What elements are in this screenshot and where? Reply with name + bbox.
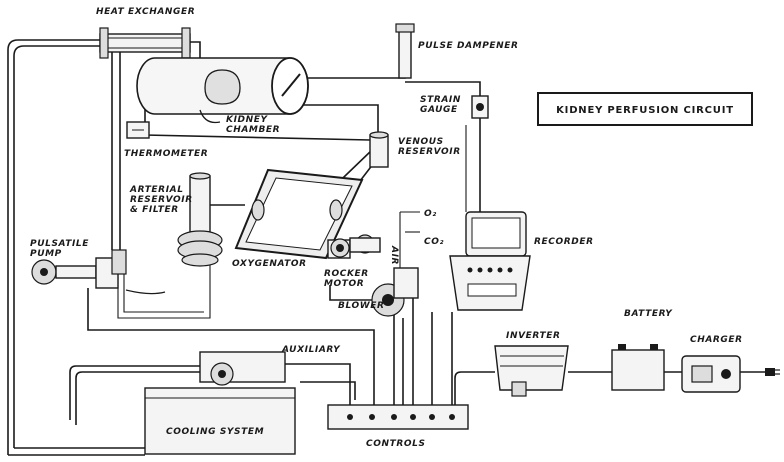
o2-label: O₂ bbox=[424, 209, 437, 219]
venous-reservoir: VENOUS RESERVOIR bbox=[370, 132, 461, 167]
heat-exchanger: HEAT EXCHANGER bbox=[96, 7, 195, 58]
co2-label: CO₂ bbox=[424, 237, 444, 247]
arterial-label-2: RESERVOIR bbox=[130, 195, 193, 205]
pulsatile-pump-label-1: PULSATILE bbox=[30, 239, 89, 249]
pulse-dampener-label: PULSE DAMPENER bbox=[418, 41, 519, 51]
rocker-motor-label-2: MOTOR bbox=[324, 279, 364, 289]
battery-label: BATTERY bbox=[624, 309, 673, 319]
controls-label: CONTROLS bbox=[366, 439, 426, 449]
charger: CHARGER bbox=[682, 335, 743, 392]
rocker-motor-label-1: ROCKER bbox=[324, 269, 369, 279]
pulse-dampener: PULSE DAMPENER bbox=[396, 24, 519, 78]
controls-panel: CONTROLS bbox=[328, 405, 468, 449]
auxiliary-label: AUXILIARY bbox=[281, 345, 341, 355]
kidney-chamber: KIDNEY CHAMBER bbox=[137, 58, 308, 135]
gas-inlets: O₂ CO₂ AIR bbox=[389, 209, 444, 265]
recorder-label: RECORDER bbox=[534, 237, 594, 247]
rocker-motor: ROCKER MOTOR bbox=[324, 235, 380, 289]
inverter: INVERTER bbox=[495, 331, 568, 396]
heat-exchanger-label: HEAT EXCHANGER bbox=[96, 7, 195, 17]
cooling-system-label: COOLING SYSTEM bbox=[166, 427, 264, 437]
charger-label: CHARGER bbox=[690, 335, 743, 345]
kidney-chamber-label-2: CHAMBER bbox=[226, 125, 280, 135]
auxiliary-unit: AUXILIARY bbox=[200, 345, 341, 385]
air-label: AIR bbox=[389, 245, 399, 265]
venous-reservoir-label-1: VENOUS bbox=[398, 137, 444, 147]
strain-gauge-label-1: STRAIN bbox=[420, 95, 461, 105]
arterial-label-3: & FILTER bbox=[130, 205, 179, 215]
oxygenator-label: OXYGENATOR bbox=[232, 259, 307, 269]
arterial-label-1: ARTERIAL bbox=[129, 185, 184, 195]
pulsatile-pump: PULSATILE PUMP bbox=[30, 239, 165, 294]
plug-icon bbox=[765, 368, 780, 376]
diagram-title: KIDNEY PERFUSION CIRCUIT bbox=[556, 105, 734, 116]
venous-reservoir-label-2: RESERVOIR bbox=[398, 147, 461, 157]
cooling-system: COOLING SYSTEM bbox=[145, 388, 295, 454]
pulsatile-pump-label-2: PUMP bbox=[30, 249, 62, 259]
blower-label: BLOWER bbox=[338, 301, 385, 311]
recorder: RECORDER bbox=[450, 212, 594, 310]
title-box: KIDNEY PERFUSION CIRCUIT bbox=[538, 93, 752, 125]
strain-gauge-label-2: GAUGE bbox=[420, 105, 458, 115]
inverter-label: INVERTER bbox=[506, 331, 561, 341]
arterial-reservoir-filter: ARTERIAL RESERVOIR & FILTER bbox=[129, 173, 222, 266]
thermometer-label: THERMOMETER bbox=[124, 149, 208, 159]
battery: BATTERY bbox=[612, 309, 673, 390]
strain-gauge: STRAIN GAUGE bbox=[420, 95, 488, 118]
thermometer: THERMOMETER bbox=[124, 122, 208, 159]
kidney-chamber-label-1: KIDNEY bbox=[226, 115, 268, 125]
